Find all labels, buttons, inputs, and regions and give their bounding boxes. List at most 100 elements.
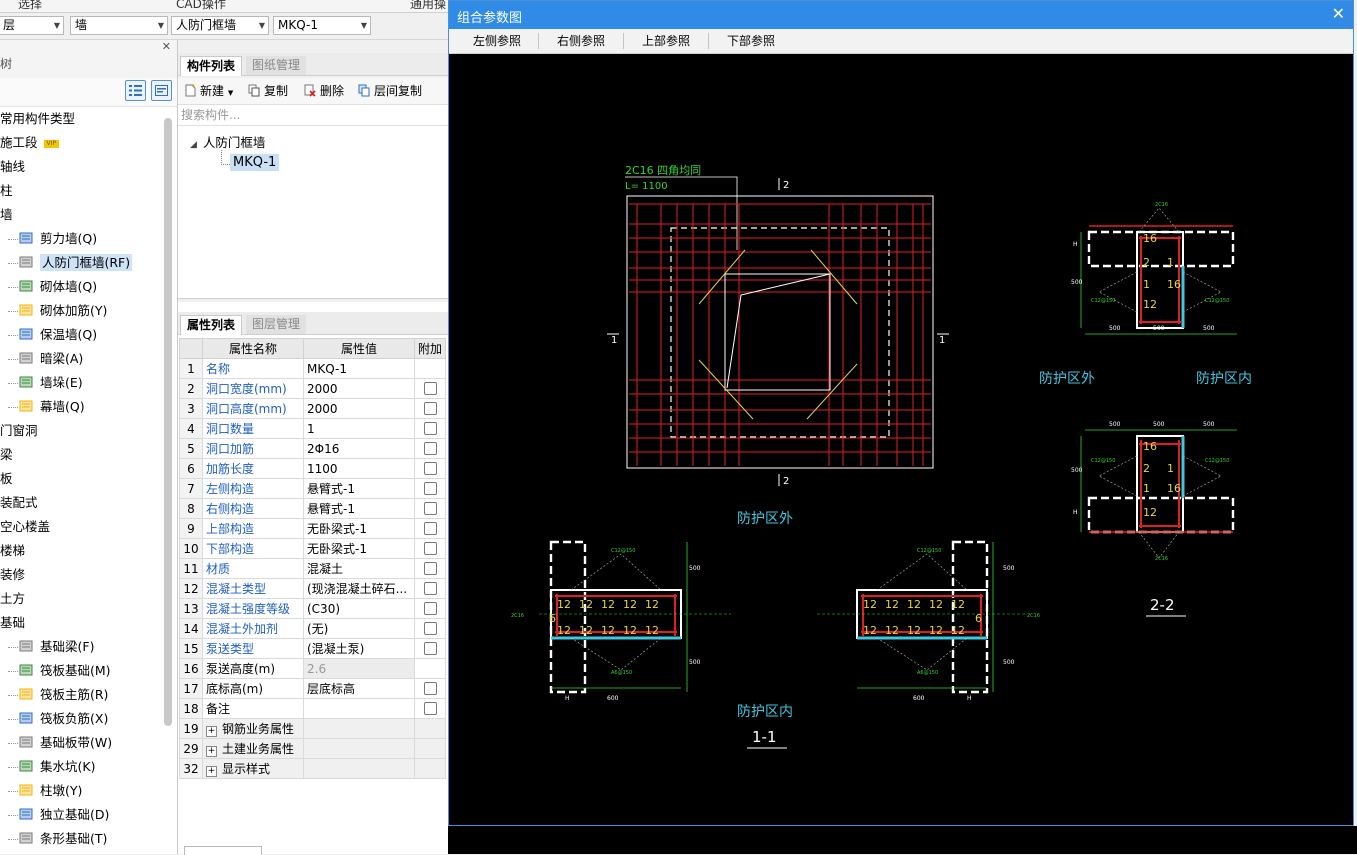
sidebar-item[interactable]: 楼梯 xyxy=(0,540,25,562)
property-value[interactable]: 2000 xyxy=(303,398,415,419)
tree-scrollbar[interactable] xyxy=(164,118,172,726)
floor-select[interactable]: 层▼ xyxy=(0,16,64,35)
sidebar-item[interactable]: 人防门框墙(RF) xyxy=(8,252,133,274)
property-value[interactable]: 悬臂式-1 xyxy=(303,498,415,519)
sidebar-item[interactable]: 保温墙(Q) xyxy=(8,324,97,346)
close-icon[interactable]: ✕ xyxy=(1331,4,1345,23)
sidebar-item[interactable]: 剪力墙(Q) xyxy=(8,228,97,250)
sidebar-item[interactable]: 轴线 xyxy=(0,156,25,178)
expand-icon[interactable]: + xyxy=(206,746,217,757)
property-value[interactable] xyxy=(303,738,415,759)
sidebar-item[interactable]: 筏板负筋(X) xyxy=(8,708,108,730)
property-value[interactable] xyxy=(303,758,415,779)
property-value[interactable]: 2Φ16 xyxy=(303,438,415,459)
list-view-button[interactable] xyxy=(125,80,146,101)
floor-copy-button[interactable]: 层间复制 xyxy=(358,82,422,100)
extra-checkbox[interactable] xyxy=(423,461,437,475)
collapse-arrow-icon[interactable]: ◢ xyxy=(190,140,197,150)
extra-checkbox[interactable] xyxy=(423,381,437,395)
property-value[interactable]: 混凝土 xyxy=(303,558,415,579)
property-value[interactable]: (C30) xyxy=(303,598,415,619)
extra-checkbox[interactable] xyxy=(423,401,437,415)
sidebar-item[interactable]: 筏板基础(M) xyxy=(8,660,111,682)
sidebar-item[interactable]: 墙垛(E) xyxy=(8,372,83,394)
bottom-reference-button[interactable]: 下部参照 xyxy=(727,34,776,48)
sidebar-item[interactable]: 幕墙(Q) xyxy=(8,396,85,418)
extra-checkbox[interactable] xyxy=(423,701,437,715)
sidebar-item[interactable]: 独立基础(D) xyxy=(8,804,109,826)
delete-button[interactable]: 删除 xyxy=(304,82,344,100)
sidebar-item[interactable]: 空心楼盖 xyxy=(0,516,50,538)
component-select[interactable]: MKQ-1▼ xyxy=(273,16,371,35)
property-value[interactable]: 层底标高 xyxy=(303,678,415,699)
property-value[interactable]: 2.6 xyxy=(303,658,415,679)
property-value[interactable]: (混凝土泵) xyxy=(303,638,415,659)
tab-property-list[interactable]: 属性列表 xyxy=(180,315,243,335)
cad-drawing-canvas[interactable]: 2C16 四角均同 L= 1100 2 2 1 1 xyxy=(449,54,1353,825)
property-value[interactable] xyxy=(303,698,415,719)
close-icon[interactable]: ✕ xyxy=(161,40,171,53)
extra-checkbox[interactable] xyxy=(423,601,437,615)
extra-checkbox[interactable] xyxy=(423,561,437,575)
extra-checkbox[interactable] xyxy=(423,501,437,515)
sidebar-item[interactable]: 门窗洞 xyxy=(0,420,38,442)
property-value[interactable]: 无卧梁式-1 xyxy=(303,518,415,539)
sidebar-item[interactable]: 墙 xyxy=(0,204,13,226)
sidebar-item[interactable]: 条形基础(T) xyxy=(8,828,107,850)
property-value[interactable]: 1100 xyxy=(303,458,415,479)
tab-drawing-management[interactable]: 图纸管理 xyxy=(246,56,307,75)
extra-checkbox[interactable] xyxy=(423,521,437,535)
extra-checkbox[interactable] xyxy=(423,541,437,555)
property-value[interactable]: 1 xyxy=(303,418,415,439)
top-menu-common[interactable]: 通用操 xyxy=(410,0,447,11)
tab-layer-management[interactable]: 图层管理 xyxy=(246,315,307,334)
property-value[interactable]: (现浇混凝土碎石... xyxy=(303,578,415,599)
property-value[interactable]: (无) xyxy=(303,618,415,639)
extra-checkbox[interactable] xyxy=(423,581,437,595)
sidebar-item[interactable]: 柱 xyxy=(0,180,13,202)
bottom-tab-stub[interactable] xyxy=(184,846,262,855)
sidebar-item[interactable]: 暗梁(A) xyxy=(8,348,83,370)
property-value[interactable]: 悬臂式-1 xyxy=(303,478,415,499)
top-reference-button[interactable]: 上部参照 xyxy=(642,34,691,48)
copy-button[interactable]: 复制 xyxy=(248,82,288,100)
sidebar-item[interactable]: 基础 xyxy=(0,612,25,634)
search-input[interactable] xyxy=(178,105,433,125)
sidebar-item[interactable]: 装配式 xyxy=(0,492,38,514)
sidebar-item[interactable]: 土方 xyxy=(0,588,25,610)
property-row[interactable]: 32+显示样式 xyxy=(179,758,446,779)
extra-checkbox[interactable] xyxy=(423,681,437,695)
extra-checkbox[interactable] xyxy=(423,621,437,635)
right-reference-button[interactable]: 右侧参照 xyxy=(557,34,606,48)
sidebar-item[interactable]: 板 xyxy=(0,468,13,490)
sidebar-item[interactable]: 柱墩(Y) xyxy=(8,780,82,802)
sidebar-item[interactable]: 装修 xyxy=(0,564,25,586)
left-reference-button[interactable]: 左侧参照 xyxy=(473,34,522,48)
sidebar-item[interactable]: 基础梁(F) xyxy=(8,636,94,658)
sidebar-item[interactable]: 集水坑(K) xyxy=(8,756,95,778)
property-row[interactable]: 29+土建业务属性 xyxy=(179,738,446,759)
dialog-title-bar[interactable]: 组合参数图 ✕ xyxy=(449,1,1353,29)
sidebar-item[interactable]: 筏板主筋(R) xyxy=(8,684,108,706)
tree-node-mkq-1[interactable]: MKQ-1 xyxy=(230,154,280,171)
type-select[interactable]: 人防门框墙▼ xyxy=(171,16,269,35)
property-value[interactable]: MKQ-1 xyxy=(303,358,415,379)
tree-node-civil-defense-wall[interactable]: ◢人防门框墙 xyxy=(190,135,266,150)
property-row[interactable]: 19+钢筋业务属性 xyxy=(179,718,446,739)
